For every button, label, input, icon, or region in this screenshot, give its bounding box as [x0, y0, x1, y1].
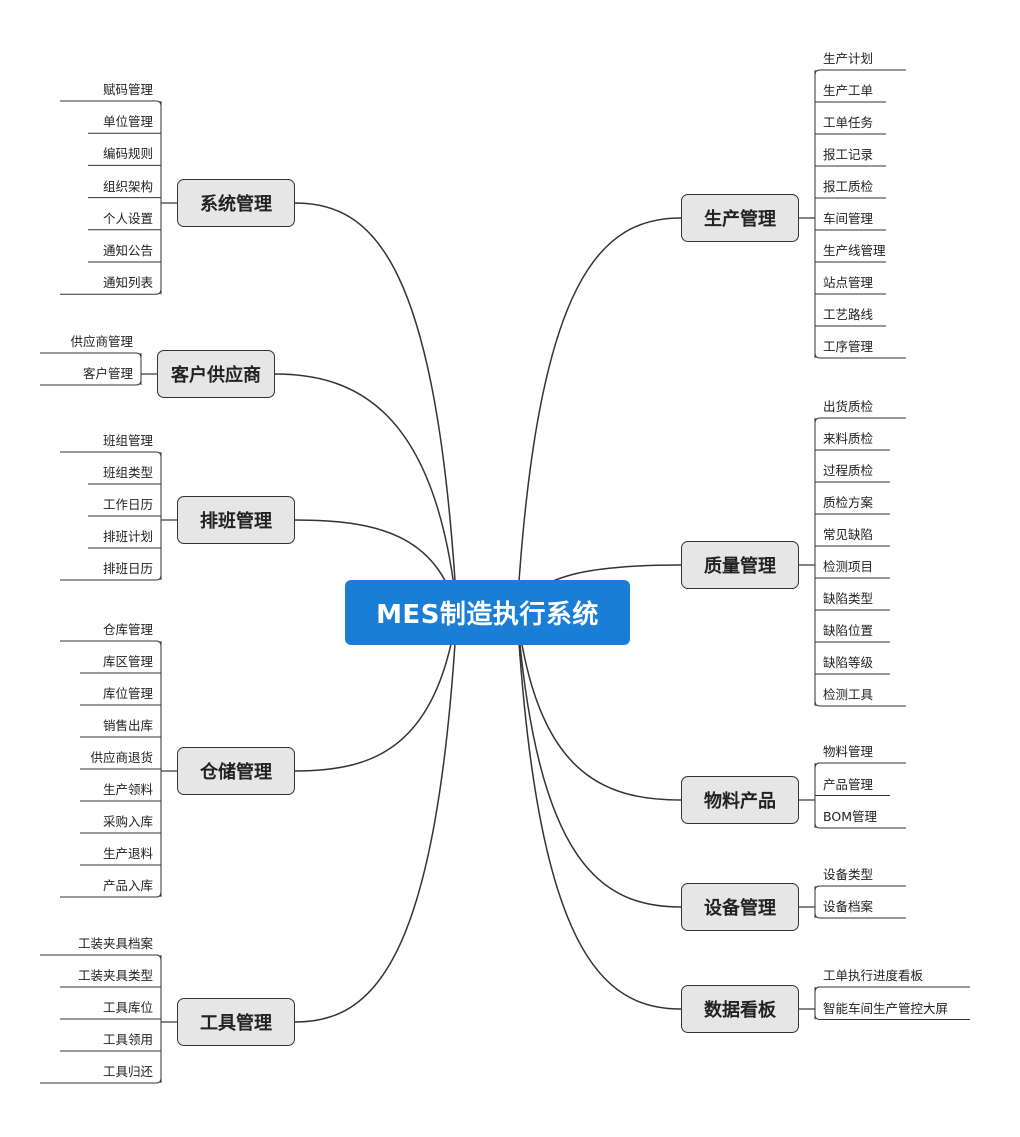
branch-node-shift[interactable]: 排班管理 — [177, 496, 295, 544]
leaf-item-customer[interactable]: 供应商管理 — [70, 334, 133, 349]
leaf-item-warehouse[interactable]: 销售出库 — [102, 718, 153, 733]
leaf-item-system[interactable]: 通知列表 — [102, 275, 153, 291]
leaf-item-shift[interactable]: 排班计划 — [102, 529, 153, 544]
trunk-connector-production — [516, 217, 682, 613]
leaf-item-production[interactable]: 生产工单 — [823, 83, 874, 98]
trunk-connector-warehouse — [294, 611, 458, 772]
leaf-item-tools[interactable]: 工具领用 — [102, 1032, 153, 1047]
leaf-item-tools[interactable]: 工具库位 — [102, 1000, 153, 1015]
leaf-item-tools[interactable]: 工具归还 — [102, 1064, 153, 1079]
leaf-item-quality[interactable]: 检测工具 — [823, 687, 874, 702]
branch-node-warehouse[interactable]: 仓储管理 — [177, 747, 295, 795]
branch-node-customer[interactable]: 客户供应商 — [157, 350, 275, 398]
leaf-item-shift[interactable]: 班组管理 — [102, 433, 153, 448]
leaf-item-system[interactable]: 编码规则 — [102, 146, 153, 162]
leaf-item-quality[interactable]: 检测项目 — [823, 559, 874, 574]
leaf-item-system[interactable]: 单位管理 — [102, 114, 153, 130]
leaf-item-system[interactable]: 赋码管理 — [102, 82, 153, 97]
leaf-item-equipment[interactable]: 设备类型 — [823, 867, 874, 882]
leaf-item-production[interactable]: 生产线管理 — [823, 243, 886, 258]
leaf-item-quality[interactable]: 过程质检 — [823, 463, 874, 478]
leaf-item-dashboard[interactable]: 工单执行进度看板 — [823, 968, 924, 983]
leaf-item-quality[interactable]: 缺陷位置 — [823, 623, 874, 638]
trunk-connector-customer — [274, 373, 458, 613]
leaf-item-production[interactable]: 站点管理 — [823, 275, 874, 290]
leaf-item-quality[interactable]: 质检方案 — [823, 495, 874, 510]
trunk-connector-tools — [294, 611, 458, 1023]
trunk-connector-dashboard — [516, 611, 682, 1010]
leaf-item-system[interactable]: 通知公告 — [102, 243, 153, 258]
branch-node-material[interactable]: 物料产品 — [681, 776, 799, 824]
leaf-item-quality[interactable]: 常见缺陷 — [823, 527, 874, 542]
leaf-item-tools[interactable]: 工装夹具类型 — [77, 968, 153, 983]
leaf-item-material[interactable]: BOM管理 — [823, 809, 877, 824]
leaf-item-production[interactable]: 车间管理 — [823, 211, 874, 226]
leaf-item-shift[interactable]: 排班日历 — [102, 561, 153, 576]
leaf-item-material[interactable]: 产品管理 — [823, 776, 874, 792]
leaf-item-warehouse[interactable]: 供应商退货 — [90, 750, 153, 765]
leaf-item-warehouse[interactable]: 库区管理 — [102, 654, 153, 669]
leaf-item-shift[interactable]: 工作日历 — [102, 497, 153, 512]
branch-node-tools[interactable]: 工具管理 — [177, 998, 295, 1046]
leaf-item-production[interactable]: 工艺路线 — [823, 307, 874, 322]
leaf-item-customer[interactable]: 客户管理 — [82, 366, 133, 381]
leaf-item-production[interactable]: 工序管理 — [823, 339, 874, 354]
branch-node-system[interactable]: 系统管理 — [177, 179, 295, 227]
trunk-connector-equipment — [516, 611, 682, 908]
leaf-item-warehouse[interactable]: 生产领料 — [102, 782, 153, 797]
leaf-item-production[interactable]: 工单任务 — [823, 115, 874, 130]
leaf-item-system[interactable]: 组织架构 — [102, 178, 153, 194]
leaf-item-material[interactable]: 物料管理 — [823, 744, 874, 759]
branch-node-equipment[interactable]: 设备管理 — [681, 883, 799, 931]
leaf-item-quality[interactable]: 缺陷类型 — [823, 591, 874, 606]
leaf-item-warehouse[interactable]: 生产退料 — [102, 846, 153, 861]
leaf-item-quality[interactable]: 出货质检 — [823, 399, 874, 414]
trunk-connector-system — [294, 202, 458, 613]
leaf-item-system[interactable]: 个人设置 — [102, 210, 153, 226]
leaf-item-quality[interactable]: 缺陷等级 — [823, 655, 874, 670]
leaf-item-warehouse[interactable]: 产品入库 — [102, 878, 153, 893]
leaf-item-production[interactable]: 报工质检 — [823, 179, 874, 194]
leaf-item-production[interactable]: 报工记录 — [823, 147, 874, 162]
leaf-item-equipment[interactable]: 设备档案 — [823, 899, 874, 914]
branch-node-production[interactable]: 生产管理 — [681, 194, 799, 242]
leaf-item-warehouse[interactable]: 采购入库 — [102, 814, 153, 829]
branch-node-quality[interactable]: 质量管理 — [681, 541, 799, 589]
leaf-item-tools[interactable]: 工装夹具档案 — [77, 936, 153, 951]
leaf-item-dashboard[interactable]: 智能车间生产管控大屏 — [823, 1000, 949, 1016]
leaf-item-production[interactable]: 生产计划 — [823, 51, 874, 66]
leaf-item-warehouse[interactable]: 仓库管理 — [102, 622, 153, 637]
center-node[interactable]: MES制造执行系统 — [345, 580, 630, 645]
branch-node-dashboard[interactable]: 数据看板 — [681, 985, 799, 1033]
leaf-item-shift[interactable]: 班组类型 — [102, 465, 153, 480]
leaf-item-quality[interactable]: 来料质检 — [823, 431, 874, 446]
leaf-item-warehouse[interactable]: 库位管理 — [102, 686, 153, 701]
trunk-connector-material — [516, 611, 682, 801]
